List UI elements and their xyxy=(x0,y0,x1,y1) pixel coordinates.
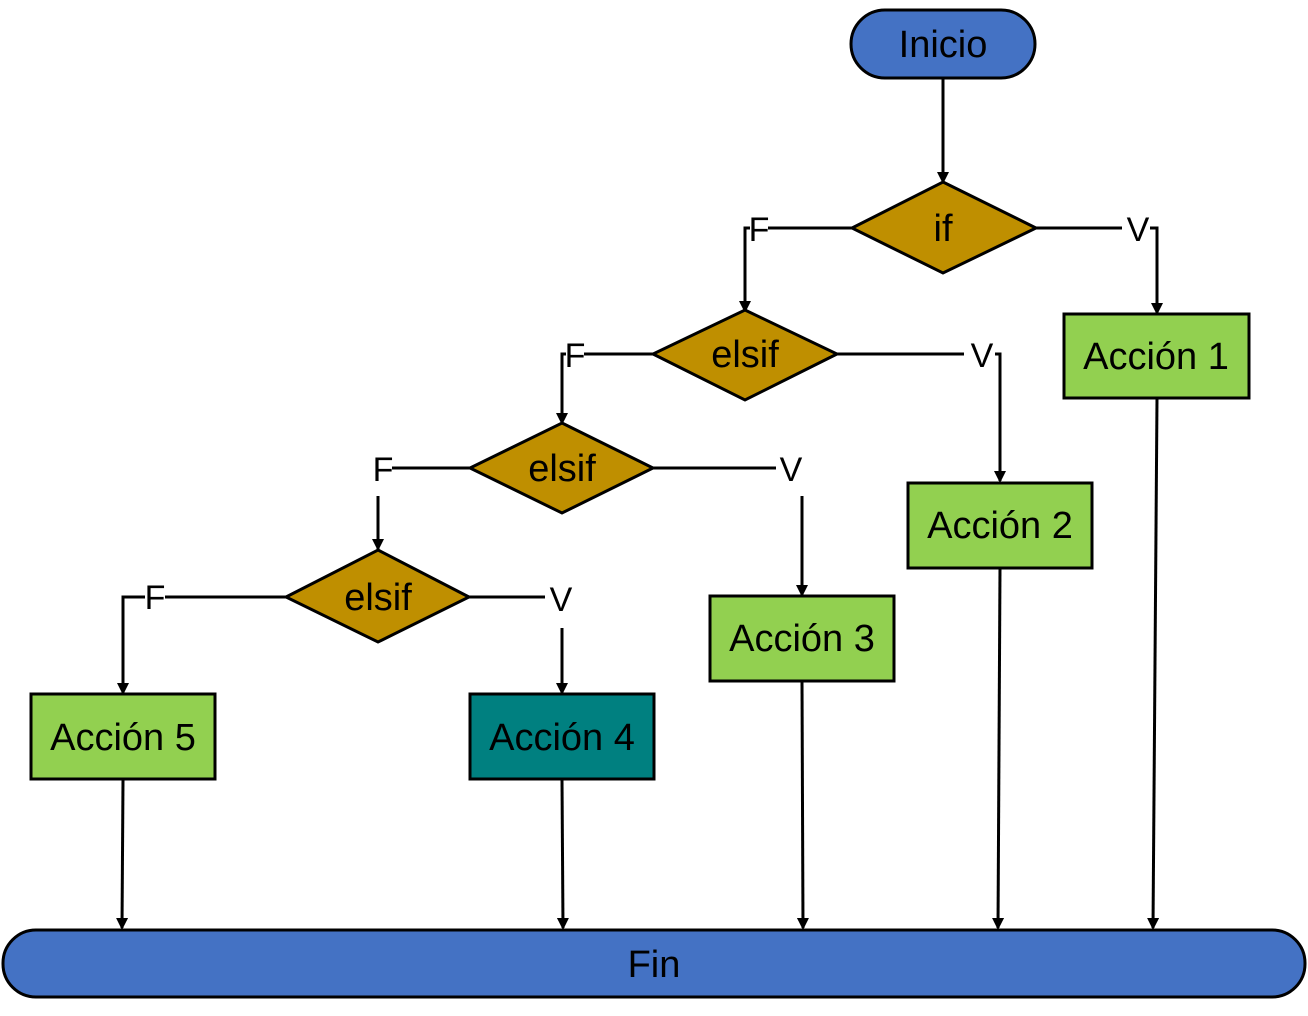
decision-elsif-2-shape xyxy=(466,421,657,515)
arrow-accion5-to-fin xyxy=(116,779,129,930)
decision-elsif-2: elsif xyxy=(466,421,657,515)
action-4-box xyxy=(468,692,656,781)
elsif1-true-label: V xyxy=(971,337,994,375)
action-1: Acción 1 xyxy=(1062,312,1251,400)
if-true-label: V xyxy=(1127,211,1150,249)
decision-elsif-1-label: elsif xyxy=(711,334,779,376)
elsif3-true-label: V xyxy=(550,581,573,619)
action-2-box xyxy=(906,481,1094,570)
decision-elsif-2-label: elsif xyxy=(528,448,596,490)
arrow-accion2-to-fin xyxy=(992,567,1005,930)
action-5-box xyxy=(29,692,217,781)
if-false-label: F xyxy=(749,211,770,249)
action-5: Acción 5 xyxy=(29,692,217,781)
arrow-if-false-down xyxy=(739,226,751,313)
action-4: Acción 4 xyxy=(468,692,656,781)
action-2: Acción 2 xyxy=(906,481,1094,570)
elsif2-true-label: V xyxy=(780,451,803,489)
decision-if-shape xyxy=(848,180,1040,275)
start-shape xyxy=(849,8,1037,80)
arrow-elsif1-false-down xyxy=(556,352,568,425)
action-2-label: Acción 2 xyxy=(927,505,1073,547)
decision-elsif-3-shape xyxy=(282,548,473,644)
arrow-accion3-to-fin xyxy=(796,681,809,930)
end-shape xyxy=(1,928,1307,999)
end-label: Fin xyxy=(628,944,681,986)
action-1-label: Acción 1 xyxy=(1083,336,1229,378)
action-1-box xyxy=(1062,312,1251,400)
start-label: Inicio xyxy=(899,24,988,66)
start-node: Inicio xyxy=(849,8,1037,80)
decision-elsif-1-shape xyxy=(649,308,841,402)
decision-elsif-3: elsif xyxy=(282,548,473,644)
action-3-label: Acción 3 xyxy=(729,618,875,660)
decision-elsif-3-label: elsif xyxy=(344,577,412,619)
action-4-label: Acción 4 xyxy=(489,717,635,759)
action-3-box xyxy=(708,594,896,683)
arrow-elsif1-true-down xyxy=(994,352,1006,483)
action-5-label: Acción 5 xyxy=(50,717,196,759)
elsif3-false-label: F xyxy=(145,579,166,617)
decision-if: if xyxy=(848,180,1040,275)
action-3: Acción 3 xyxy=(708,594,896,683)
arrow-elsif3-false-down xyxy=(117,595,145,695)
connectors xyxy=(116,78,1163,930)
decision-if-label: if xyxy=(934,208,953,250)
arrow-if-true-down xyxy=(1150,226,1163,315)
end-node: Fin xyxy=(1,928,1307,999)
arrow-accion4-to-fin xyxy=(556,779,569,930)
arrow-accion1-to-fin xyxy=(1147,397,1160,930)
branch-labels: V F V F V F V F xyxy=(145,211,1150,619)
decision-elsif-1: elsif xyxy=(649,308,841,402)
elsif1-false-label: F xyxy=(565,337,586,375)
elsif2-false-label: F xyxy=(373,451,394,489)
